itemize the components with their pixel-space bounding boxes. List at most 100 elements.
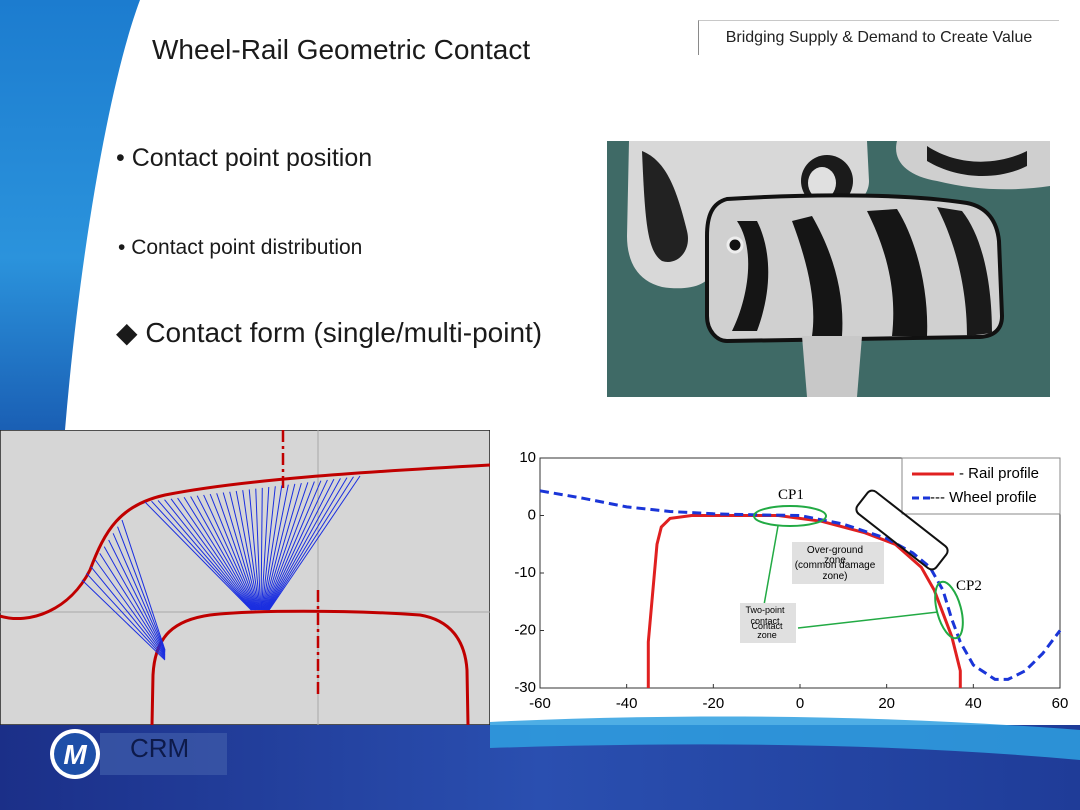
contact-line (263, 482, 302, 611)
contact-line (112, 533, 166, 653)
contact-line (86, 572, 166, 660)
contact-line (263, 483, 296, 611)
footer-crm-label: CRM (130, 733, 190, 763)
contact-line (190, 496, 256, 611)
bottom-wave (490, 716, 1080, 760)
tagline-text: Bridging Supply & Demand to Create Value (725, 29, 1033, 46)
contact-line (265, 480, 322, 611)
bullet-item: • Contact point position (116, 144, 372, 173)
contact-line (267, 478, 341, 611)
contact-line (264, 481, 315, 611)
diamond-bullet-icon: ◆ (116, 317, 138, 348)
bullet-item: ◆ Contact form (single/multi-point) (116, 316, 542, 349)
bullet-text: Contact point position (131, 144, 373, 172)
x-tick-label: 40 (965, 695, 982, 712)
contact-line (144, 501, 252, 611)
legend-wheel: --- Wheel profile (930, 489, 1037, 506)
y-tick-label: -30 (514, 679, 536, 696)
cp1-label: CP1 (778, 487, 804, 503)
over-ground-label: (common damage (795, 560, 876, 571)
y-tick-label: 0 (528, 506, 536, 523)
contact-line (157, 500, 253, 611)
bullet-dot-icon: • (118, 236, 126, 259)
profile-plot: -60 -40 -20 0 20 40 60 10 0 -10 -20 -30 - Rail prof… (514, 449, 1069, 712)
contact-zone-label: Contact (751, 621, 783, 631)
two-point-label: Two-point (745, 605, 785, 615)
contact-line (255, 488, 261, 611)
over-ground-label: Over-ground (807, 545, 863, 556)
svg-text:M: M (63, 739, 87, 770)
x-tick-label: -60 (529, 695, 551, 712)
two-point-label: contact (750, 616, 780, 626)
contact-line (262, 485, 283, 611)
contact-line (94, 559, 166, 657)
contact-simulation-panel (0, 430, 490, 725)
contact-line (170, 498, 254, 611)
x-tick-label: 60 (1052, 695, 1069, 712)
contact-line (164, 499, 254, 611)
contact-line (209, 493, 258, 611)
contact-line (261, 487, 270, 611)
rail-profile-line (646, 514, 962, 688)
contact-line (196, 495, 257, 611)
contact-line (268, 476, 354, 611)
bottom-band (0, 725, 1080, 810)
x-tick-label: -40 (616, 695, 638, 712)
over-ground-label: zone (824, 555, 846, 566)
over-ground-label: zone) (822, 571, 847, 582)
contact-lines (81, 475, 361, 661)
contact-line (229, 491, 259, 611)
slide-title: Wheel-Rail Geometric Contact (152, 34, 531, 65)
legend: - Rail profile --- Wheel profile (901, 457, 1061, 515)
bullet-item: • Contact point distribution (118, 236, 362, 260)
crm-logo-icon: M (50, 729, 100, 779)
contact-line (177, 497, 255, 611)
contact-line (262, 484, 289, 611)
photoelastic-contact-image (607, 141, 1050, 397)
contact-line (183, 497, 255, 611)
cp2-label: CP2 (956, 578, 982, 594)
contact-line (266, 478, 335, 611)
tagline-banner: Bridging Supply & Demand to Create Value (698, 20, 1059, 55)
over-ground-box (855, 489, 949, 571)
cp2-ellipse (934, 580, 964, 640)
contact-line (268, 475, 361, 611)
contact-zone-label: zone (757, 630, 777, 640)
contact-line (121, 519, 166, 651)
bullet-text: Contact form (single/multi-point) (145, 317, 543, 348)
x-tick-label: 20 (878, 695, 895, 712)
bullet-text: Contact point distribution (131, 236, 363, 259)
y-tick-label: -20 (514, 621, 536, 638)
y-tick-label: 10 (519, 449, 536, 466)
contact-line (103, 546, 166, 655)
contact-line (235, 490, 260, 611)
wheel-profile-curve (0, 463, 490, 621)
left-swoosh (0, 0, 140, 430)
contact-line (203, 494, 257, 611)
contact-line (81, 579, 166, 661)
contact-line (248, 489, 261, 611)
contact-line (151, 500, 253, 611)
contact-line (216, 493, 258, 611)
bullet-dot-icon: • (116, 144, 125, 172)
contact-line (266, 479, 328, 611)
contact-line (117, 526, 166, 652)
contact-line (222, 492, 259, 611)
x-tick-label: -20 (702, 695, 724, 712)
contact-line (264, 482, 309, 611)
x-tick-label: 0 (796, 695, 804, 712)
contact-line (242, 490, 260, 611)
contact-line (108, 539, 166, 654)
y-tick-label: -10 (514, 564, 536, 581)
wheel-profile-line (539, 489, 1062, 681)
contact-line (99, 553, 166, 656)
footer-label-box (100, 733, 227, 775)
contact-line (90, 566, 166, 659)
contact-line (261, 486, 276, 611)
cp1-ellipse (753, 505, 827, 527)
rail-profile-curve (150, 609, 470, 725)
contact-line (260, 487, 263, 611)
legend-rail: - Rail profile (959, 465, 1039, 482)
contact-line (267, 477, 348, 611)
